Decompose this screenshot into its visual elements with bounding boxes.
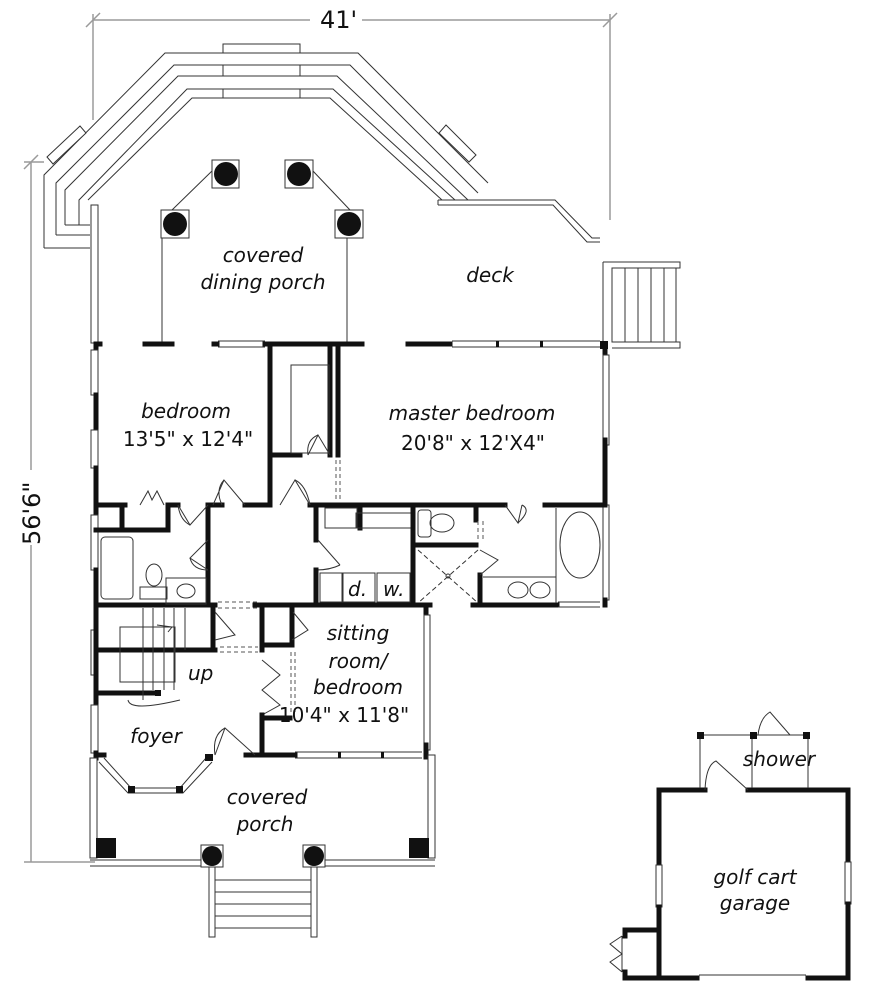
deck-steps xyxy=(43,43,489,249)
room-label-covered-porch: covered xyxy=(227,785,308,809)
depth-dimension-label: 56'6" xyxy=(18,482,46,545)
deck-railing xyxy=(437,199,681,349)
room-label-shower: shower xyxy=(743,747,817,771)
room-label-covered-dining-porch: covered xyxy=(223,243,304,267)
shower-drain-icon xyxy=(445,573,451,579)
sink-icon xyxy=(507,581,529,599)
room-label-foyer: foyer xyxy=(130,724,183,748)
room-dimension-bedroom: 13'5" x 12'4" xyxy=(123,427,253,451)
dimension-depth: 56'6" xyxy=(18,154,95,863)
sitting-room-walls xyxy=(255,602,431,760)
column-icon xyxy=(337,212,361,236)
stairs-up-label: up xyxy=(188,661,213,685)
room-labels: covered dining porch deck bedroom 13'5" … xyxy=(123,243,817,915)
room-label-golf-cart-garage-2: garage xyxy=(720,891,790,915)
golf-cart-garage xyxy=(609,711,852,981)
hall-closet xyxy=(290,364,331,456)
porch-post-icon xyxy=(96,838,116,858)
left-bath xyxy=(93,489,211,608)
room-label-deck: deck xyxy=(466,263,515,287)
porch-post-icon xyxy=(409,838,429,858)
column-icon xyxy=(202,846,222,866)
toilet-icon xyxy=(417,509,432,538)
room-label-covered-porch-2: porch xyxy=(236,812,294,836)
column-icon xyxy=(287,162,311,186)
column-icon xyxy=(163,212,187,236)
room-label-bedroom: bedroom xyxy=(141,399,231,423)
hallway xyxy=(189,460,341,609)
bathtub-icon xyxy=(559,511,601,579)
column-icon xyxy=(214,162,238,186)
porch-edge-rail xyxy=(90,204,99,344)
sink-icon xyxy=(176,583,196,599)
sink-icon xyxy=(529,581,551,599)
room-label-sitting-room: sitting xyxy=(327,621,390,645)
room-label-golf-cart-garage: golf cart xyxy=(713,865,797,889)
master-bath xyxy=(410,502,601,608)
room-dimension-master-bedroom: 20'8" x 12'X4" xyxy=(401,431,545,455)
width-dimension-label: 41' xyxy=(320,6,357,34)
bathtub-icon xyxy=(100,536,134,600)
dining-porch-columns xyxy=(160,159,364,343)
room-label-sitting-room-2: room/ xyxy=(329,649,390,673)
room-label-sitting-room-3: bedroom xyxy=(313,675,403,699)
laundry: d. w. xyxy=(319,502,416,608)
stairs: up xyxy=(93,605,258,707)
column-icon xyxy=(304,846,324,866)
front-porch xyxy=(89,754,436,868)
washer-icon xyxy=(376,572,411,603)
room-dimension-sitting-room: 10'4" x 11'8" xyxy=(279,703,409,727)
room-label-master-bedroom: master bedroom xyxy=(389,401,556,425)
toilet-icon xyxy=(145,563,163,587)
washer-label: w. xyxy=(383,577,404,601)
foyer-bay xyxy=(93,727,263,794)
dimension-width: 41' xyxy=(85,6,618,220)
dryer-label: d. xyxy=(348,577,367,601)
dryer-icon xyxy=(342,572,376,603)
front-steps xyxy=(208,866,318,938)
room-label-covered-dining-porch-2: dining porch xyxy=(200,270,325,294)
